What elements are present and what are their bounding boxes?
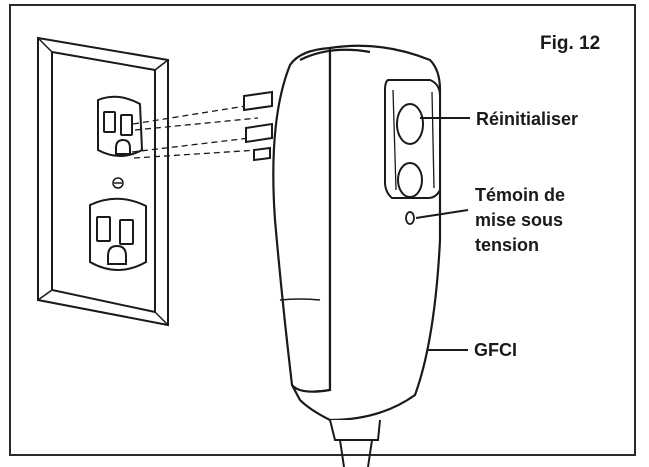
reset-button-housing (384, 79, 441, 199)
power-cord (329, 419, 381, 467)
alignment-lines (131, 103, 259, 159)
plug-prongs (243, 90, 273, 162)
power-indicator-light (405, 211, 415, 225)
lower-receptacle (89, 197, 147, 271)
upper-receptacle (97, 95, 144, 157)
figure-number: Fig. 12 (540, 33, 601, 54)
power-indicator-label-line-2: mise sous (475, 210, 564, 230)
callout-leaders (415, 117, 470, 351)
reset-label: Réinitialiser (476, 109, 579, 129)
plate-screw (112, 177, 124, 189)
power-indicator-label-line-1: Témoin de (475, 185, 566, 205)
power-indicator-label: Témoin de mise sous tension (475, 183, 565, 258)
power-indicator-label-line-3: tension (475, 235, 540, 255)
gfci-label: GFCI (474, 340, 517, 360)
wall-outlet-plate (37, 36, 169, 327)
